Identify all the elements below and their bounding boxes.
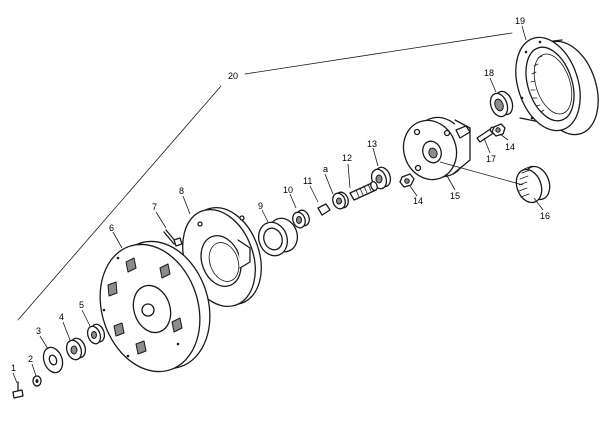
retainer-10 [292,203,331,229]
callout-2: 2 [28,354,33,364]
splined-shaft-12 [349,180,378,201]
bolt-7 [163,229,183,247]
callout-16: 16 [540,211,550,221]
seal-4 [65,337,87,361]
washer-3 [42,346,64,374]
callout-labels: 1 2 3 4 5 6 7 8 9 10 11 a 12 13 14 15 16… [11,16,550,373]
callout-15: 15 [450,191,460,201]
callout-18: 18 [484,68,494,78]
callout-14-upper: 14 [505,142,515,152]
callout-14-lower: 14 [413,196,423,206]
ring-gear-housing [515,36,599,136]
callout-11: 11 [303,176,312,186]
callout-8: 8 [179,186,184,196]
callout-1: 1 [11,363,16,373]
callout-20: 20 [228,71,238,81]
callout-small: a [323,164,328,174]
callout-9: 9 [258,201,263,211]
callout-12: 12 [342,153,352,163]
leader-lines [12,25,544,384]
callout-4: 4 [59,312,64,322]
assembly-boundary-lines [17,32,513,321]
bearing-18 [489,90,514,118]
pinion-gear-16 [515,165,551,204]
callout-3: 3 [36,326,41,336]
nut-14-upper [491,123,506,137]
nut-14-lower [399,173,415,188]
seal-ring-9 [257,217,299,257]
callout-5: 5 [79,300,84,310]
bearing-5 [86,323,106,345]
main-housing-6 [99,240,211,373]
callout-10: 10 [283,185,293,195]
callout-6: 6 [109,223,114,233]
callout-17: 17 [486,154,496,164]
collar-11 [332,191,349,210]
bolt-1 [12,381,24,399]
callout-7: 7 [152,202,157,212]
carrier-plate-15 [402,116,471,181]
callout-19: 19 [515,16,525,26]
callout-13: 13 [367,139,377,149]
lock-washer-2 [32,375,42,387]
